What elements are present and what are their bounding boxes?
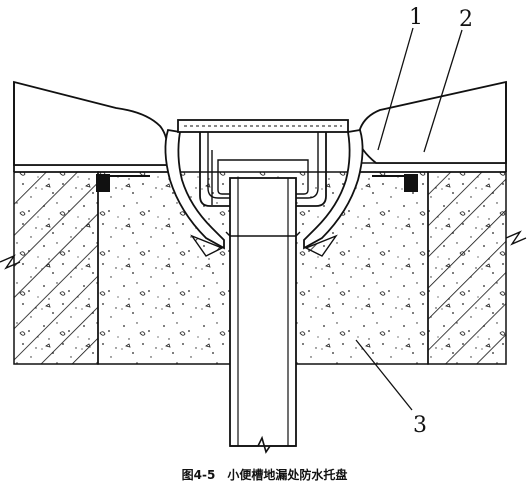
callout-2: 2 <box>459 7 473 32</box>
callout-3: 3 <box>413 413 427 438</box>
urinal-trough <box>13 80 507 172</box>
right-break-mark <box>505 230 527 246</box>
right-sealant <box>404 174 418 192</box>
leader-line-2 <box>423 29 463 153</box>
drain-pipe <box>225 177 301 454</box>
callout-1: 1 <box>409 5 423 30</box>
leader-line-1 <box>377 27 414 151</box>
left-break-mark <box>0 254 21 270</box>
right-wall <box>427 171 507 365</box>
drain-cap <box>177 119 349 207</box>
left-wall <box>13 171 99 365</box>
left-sealant <box>96 174 110 192</box>
waterproof-tray <box>164 128 364 257</box>
leader-line-3 <box>355 339 413 411</box>
figure-caption: 图4-5 小便槽地漏处防水托盘 <box>181 468 348 482</box>
